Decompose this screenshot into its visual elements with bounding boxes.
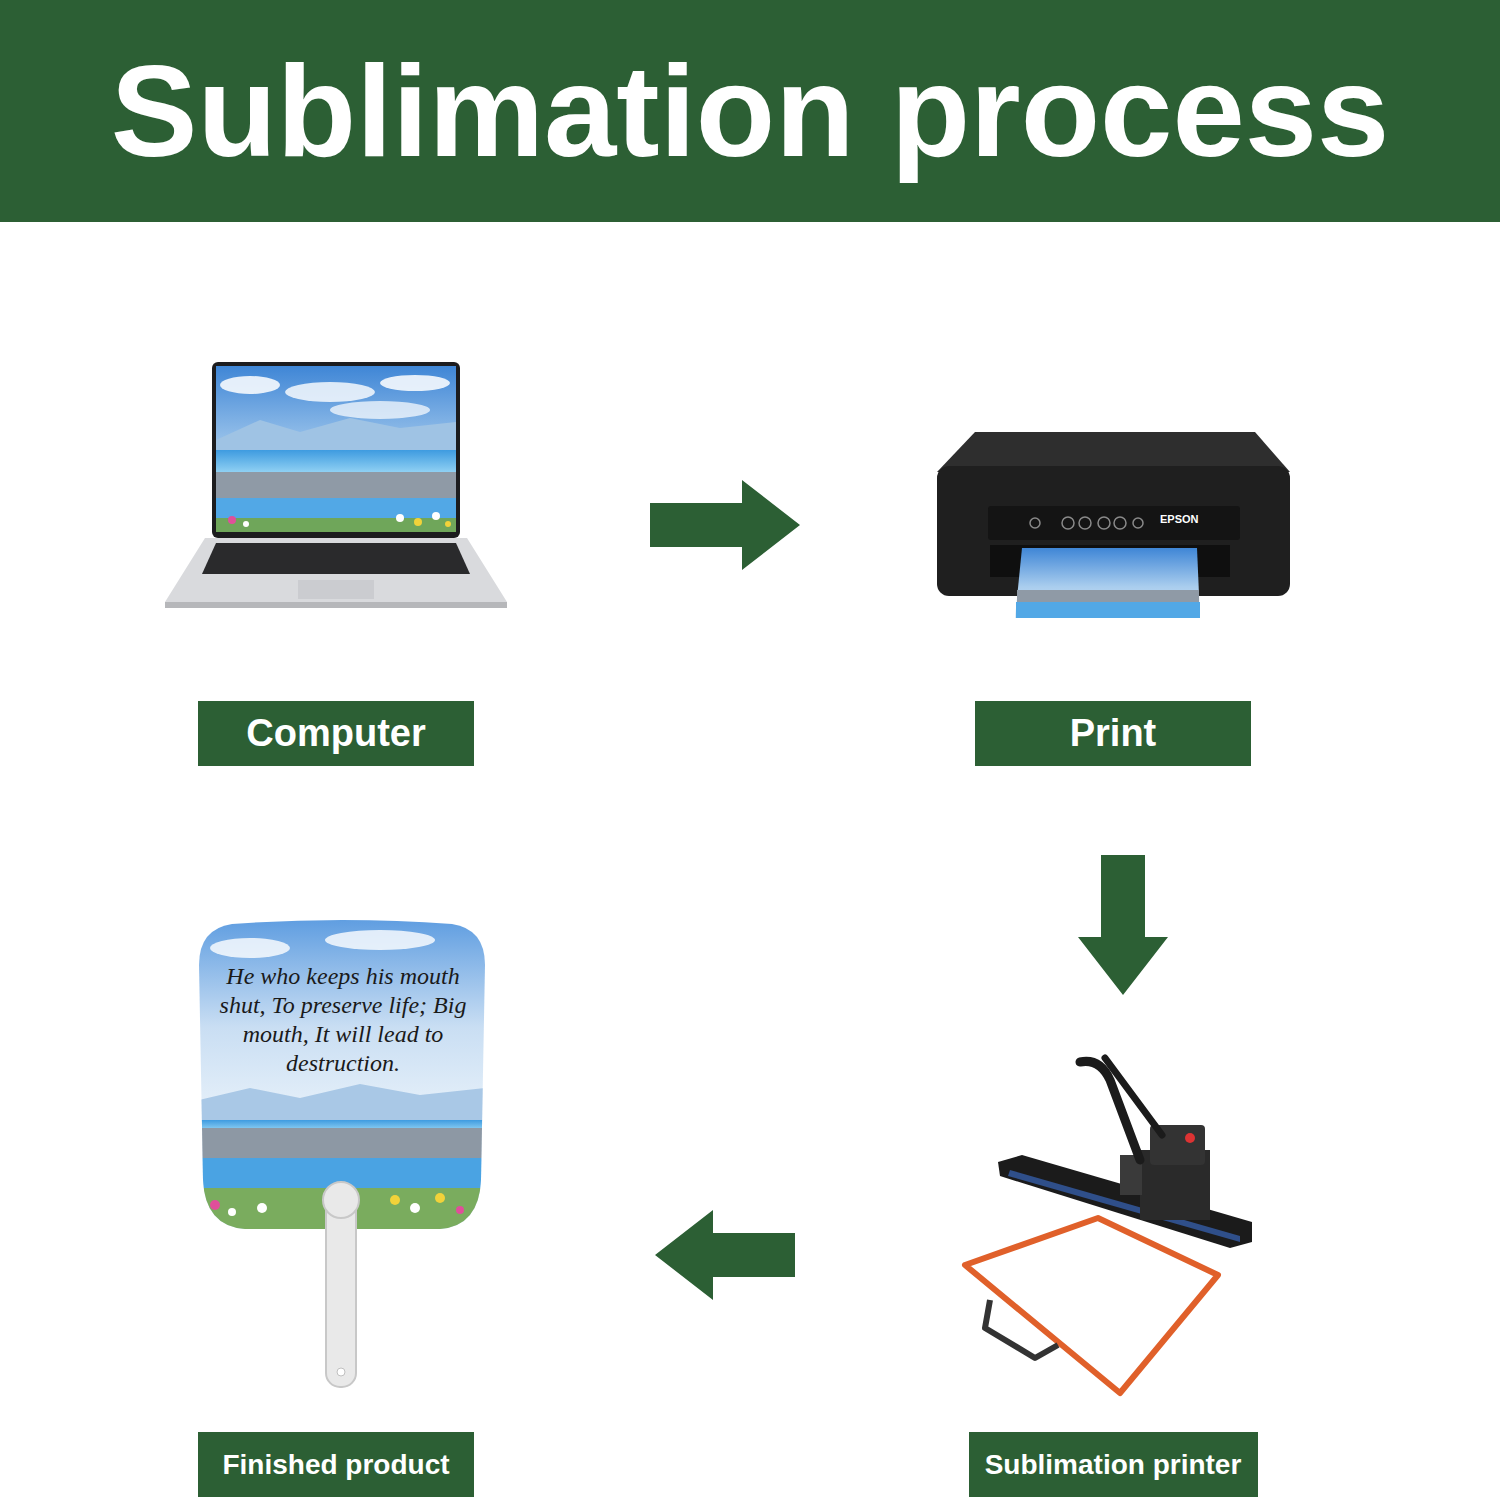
flow-arrow (650, 480, 800, 570)
label-box: Sublimation printer (969, 1432, 1258, 1497)
process-step: Sublimation printer (795, 995, 1320, 1500)
label-box: Computer (198, 701, 474, 766)
printer-icon (937, 432, 1290, 618)
step-label: Computer (246, 712, 425, 755)
process-step: Computer (150, 340, 650, 775)
flow-arrow (1078, 855, 1168, 995)
step-label: Print (1070, 712, 1157, 755)
label-box: Print (975, 701, 1251, 766)
process-step: Print (800, 340, 1300, 855)
flow-arrow (655, 1210, 795, 1300)
label-box: Finished product (198, 1432, 474, 1497)
fan-icon (195, 915, 490, 1387)
title-bar (0, 0, 1500, 222)
laptop-icon (165, 362, 507, 608)
step-label: Finished product (222, 1449, 449, 1481)
heat-press-icon (965, 1058, 1252, 1393)
fan-quote: He who keeps his mouth shut, To preserve… (207, 962, 479, 1078)
step-label: Sublimation printer (985, 1449, 1242, 1481)
title-area: Sublimation process (0, 0, 1500, 222)
title-text: Sublimation process (111, 36, 1390, 186)
process-step: Finished product (150, 900, 655, 1500)
printer-brand: EPSON (1160, 513, 1220, 525)
